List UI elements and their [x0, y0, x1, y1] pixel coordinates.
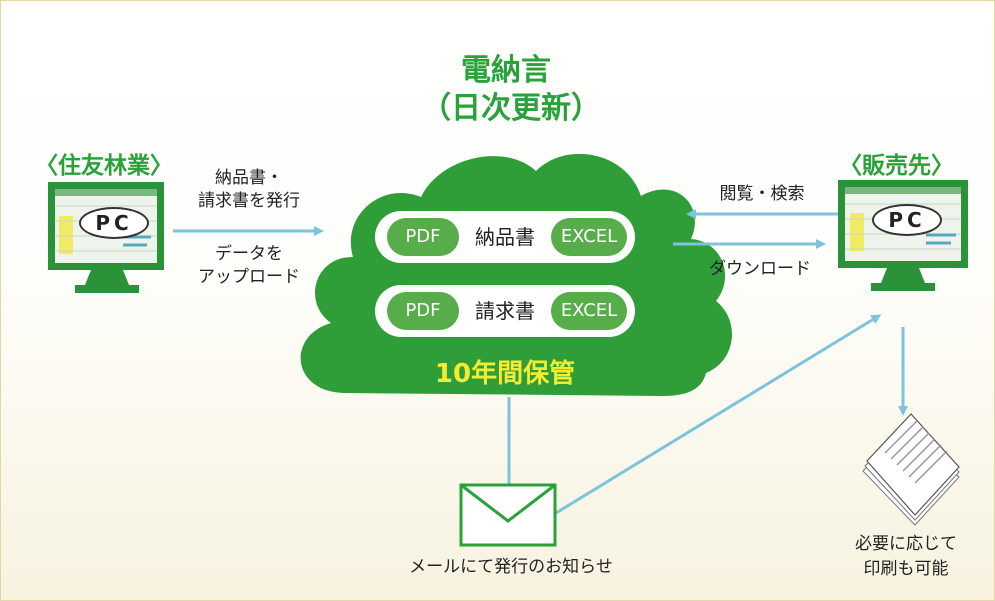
monitor-icon — [838, 180, 968, 291]
mail-caption: メールにて発行のお知らせ — [409, 557, 613, 577]
title-line-2: （日次更新） — [421, 91, 601, 126]
document-row-invoice: PDF 請求書 EXCEL — [375, 285, 635, 337]
pdf-tag: PDF — [387, 218, 459, 256]
issue-label-line-1: 納品書・ — [215, 168, 283, 188]
right-party-heading: 〈販売先〉 — [839, 153, 954, 179]
arrow-mail-to-pc — [555, 314, 882, 515]
download-label: ダウンロード — [709, 259, 811, 279]
issue-label-line-2: 請求書を発行 — [198, 191, 300, 211]
envelope-icon — [459, 483, 557, 547]
browse-label: 閲覧・検索 — [719, 184, 805, 204]
document-name: 納品書 — [475, 225, 535, 249]
title-line-1: 電納言 — [461, 53, 551, 88]
left-pc-label: PC — [79, 207, 149, 239]
left-party-heading: 〈住友林業〉 — [35, 153, 173, 179]
document-name: 請求書 — [475, 299, 535, 323]
excel-tag: EXCEL — [551, 292, 627, 330]
upload-label-line-1: データを — [215, 244, 283, 264]
print-caption-line-1: 必要に応じて — [855, 534, 957, 554]
print-caption-line-2: 印刷も可能 — [863, 559, 949, 579]
paper-stack-icon — [862, 413, 960, 526]
pdf-tag: PDF — [387, 292, 459, 330]
excel-tag: EXCEL — [551, 218, 627, 256]
right-pc-label: PC — [872, 204, 942, 236]
document-row-delivery: PDF 納品書 EXCEL — [375, 211, 635, 263]
upload-label-line-2: アップロード — [198, 267, 300, 287]
storage-label: 10年間保管 — [434, 359, 576, 389]
